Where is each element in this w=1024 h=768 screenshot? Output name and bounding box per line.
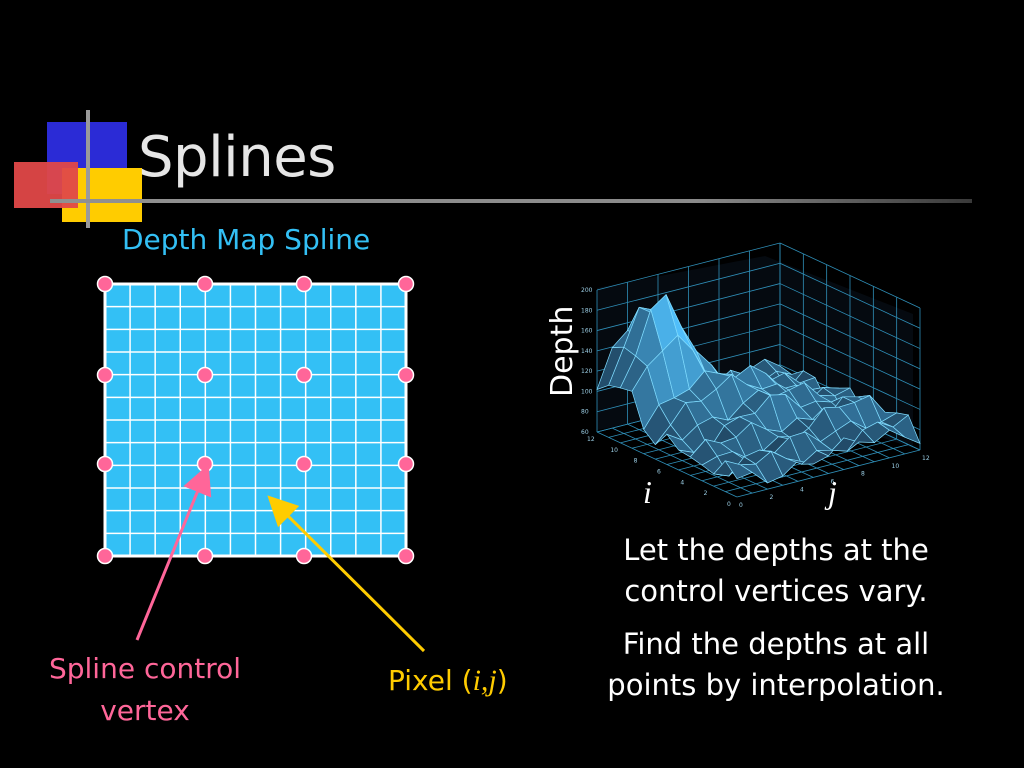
z-tick-label: 200: [581, 287, 593, 294]
j-tick-label: 0: [739, 502, 743, 509]
j-tick-label: 6: [831, 479, 835, 486]
control-vertex-label-line1: Spline control: [48, 652, 242, 685]
title-divider: [50, 199, 972, 203]
caption-interpolate: Find the depths at all points by interpo…: [580, 624, 972, 706]
control-vertex-dot: [196, 455, 214, 473]
control-vertex-dot: [397, 275, 415, 293]
control-vertex-dot: [295, 547, 313, 565]
i-tick-label: 2: [704, 490, 708, 497]
control-vertex-dot: [96, 366, 114, 384]
caption-vary: Let the depths at the control vertices v…: [580, 530, 972, 612]
i-tick-label: 0: [727, 501, 731, 508]
control-vertex-dot: [295, 275, 313, 293]
j-tick-label: 8: [861, 471, 865, 478]
j-tick-label: 12: [922, 455, 930, 462]
control-vertex-dot: [295, 455, 313, 473]
slide-title: Splines: [138, 125, 336, 190]
surface-facet: [892, 414, 921, 445]
control-vertex-dot: [397, 455, 415, 473]
control-vertex-dot: [295, 366, 313, 384]
control-vertex-arrow: [135, 464, 212, 641]
control-vertex-dot: [397, 547, 415, 565]
z-tick-label: 60: [581, 429, 589, 436]
caption-line-2: control vertices vary.: [624, 574, 928, 608]
control-vertex-dot: [196, 547, 214, 565]
caption-line-3: Find the depths at all: [622, 627, 930, 661]
z-tick-label: 100: [581, 388, 593, 395]
slide-logo: [14, 110, 142, 228]
control-vertex-dot: [196, 366, 214, 384]
grid-border: [103, 282, 408, 558]
z-tick-label: 180: [581, 307, 593, 314]
j-tick-label: 2: [770, 494, 774, 501]
z-tick-label: 140: [581, 348, 593, 355]
pixel-label: Pixel (i,j): [388, 660, 538, 702]
i-tick-label: 4: [680, 479, 684, 486]
i-tick-label: 12: [587, 436, 595, 443]
j-tick-label: 4: [800, 486, 804, 493]
pixel-label-suffix: ): [496, 664, 508, 697]
control-vertex-dot: [96, 547, 114, 565]
depth-map-grid: [103, 282, 408, 558]
pixel-grid-lines: [105, 284, 406, 556]
i-tick-label: 10: [610, 447, 618, 454]
j-axis-label: j: [828, 474, 837, 510]
i-tick-label: 8: [634, 458, 638, 465]
i-axis-label: i: [643, 474, 652, 510]
control-vertex-label-line2: vertex: [100, 694, 190, 727]
depth-map-title: Depth Map Spline: [122, 223, 371, 256]
control-vertex-dot: [397, 366, 415, 384]
control-vertex-label: Spline control vertex: [20, 648, 270, 732]
z-tick-label: 160: [581, 328, 593, 335]
z-tick-label: 80: [581, 409, 589, 416]
control-vertex-dot: [196, 275, 214, 293]
depth-axis-label: Depth: [545, 305, 580, 397]
pixel-arrow: [267, 495, 426, 653]
pixel-label-vars: i,j: [472, 664, 497, 697]
caption-line-1: Let the depths at the: [623, 533, 929, 567]
control-vertex-dot: [96, 455, 114, 473]
caption-line-4: points by interpolation.: [607, 668, 945, 702]
z-tick-label: 120: [581, 368, 593, 375]
j-tick-label: 10: [892, 463, 900, 470]
control-vertex-dot: [96, 275, 114, 293]
i-tick-label: 6: [657, 469, 661, 476]
pixel-label-prefix: Pixel (: [388, 664, 473, 697]
